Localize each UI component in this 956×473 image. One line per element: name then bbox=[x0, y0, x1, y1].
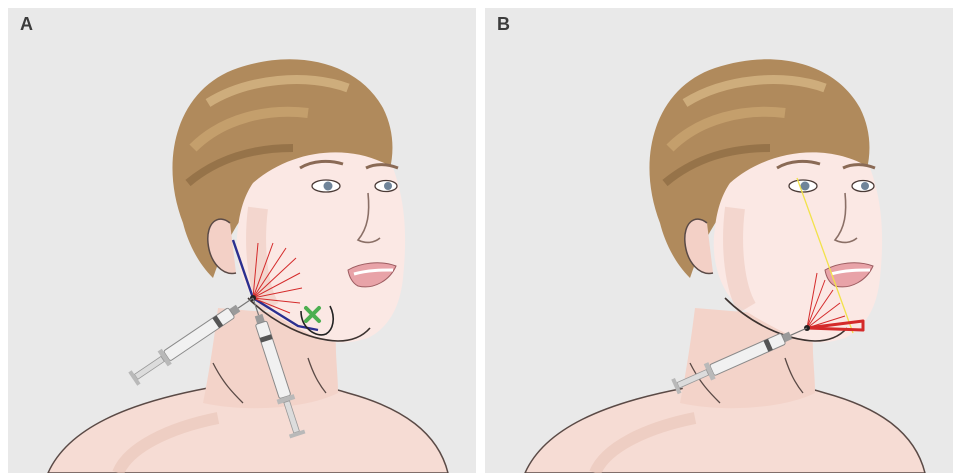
panel-a: A bbox=[8, 8, 476, 473]
panel-b: B bbox=[485, 8, 953, 473]
panel-label-b: B bbox=[497, 14, 510, 35]
face-illustration-a bbox=[8, 8, 476, 473]
panel-label-a: A bbox=[20, 14, 33, 35]
face-illustration-b bbox=[485, 8, 953, 473]
